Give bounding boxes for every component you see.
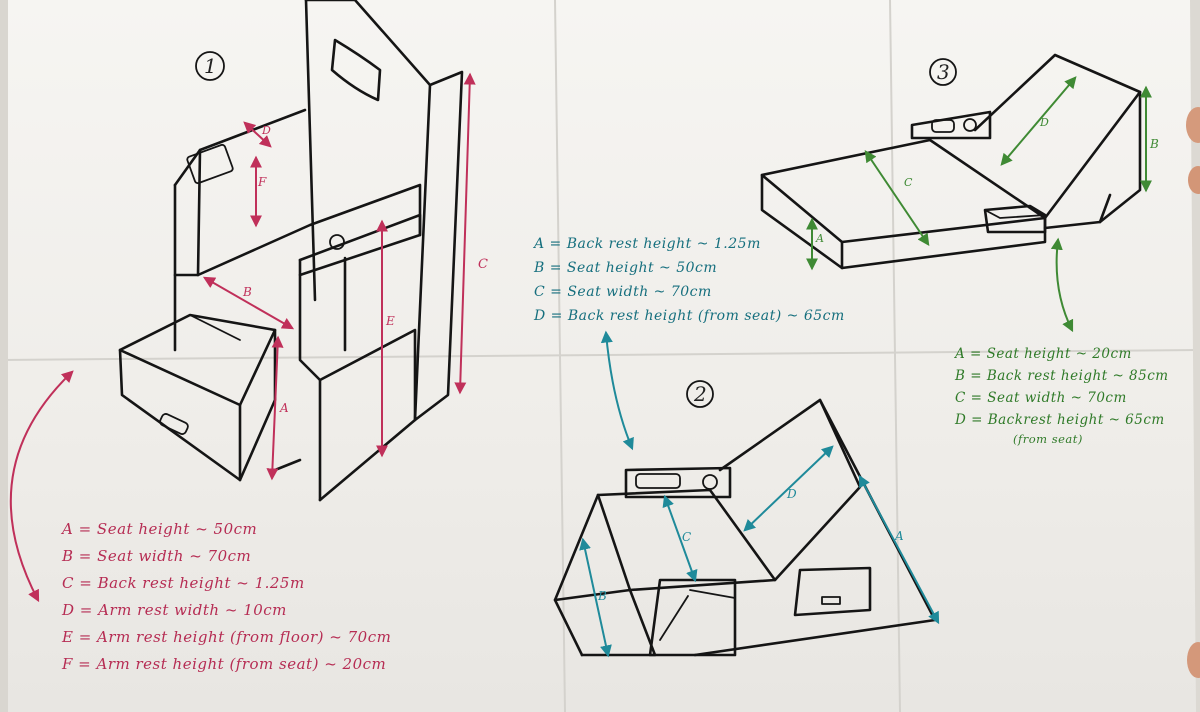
- legend-2-item: D = Back rest height (from seat) ~ 65cm: [534, 308, 845, 324]
- design-2-drawing: 2: [553, 380, 937, 657]
- legend-3-item: A = Seat height ~ 20cm: [955, 346, 1132, 362]
- design-1-legend: A = Seat height ~ 50cm B = Seat width ~ …: [62, 516, 391, 678]
- design-2-legend: A = Back rest height ~ 1.25m B = Seat he…: [534, 232, 845, 328]
- legend-1-item: F = Arm rest height (from seat) ~ 20cm: [62, 655, 387, 673]
- dimension-d-label-3: D: [1039, 116, 1049, 129]
- design-1-drawing: 1: [118, 0, 464, 502]
- legend-2-item: B = Seat height ~ 50cm: [534, 260, 718, 276]
- dimension-c-label: C: [478, 257, 488, 272]
- legend-3-note: (from seat): [1013, 432, 1083, 446]
- design-2-dimensions: A B C D: [579, 330, 940, 658]
- dimension-f-label: F: [257, 175, 267, 189]
- legend-1-item: A = Seat height ~ 50cm: [62, 520, 258, 538]
- legend-2-item: A = Back rest height ~ 1.25m: [534, 236, 761, 252]
- legend-1-item: E = Arm rest height (from floor) ~ 70cm: [62, 628, 392, 646]
- design-3-dimensions: A B C D: [806, 76, 1159, 333]
- design-1-number: 1: [204, 54, 217, 78]
- dimension-a-label: A: [279, 401, 289, 415]
- design-3-legend: A = Seat height ~ 20cm B = Back rest hei…: [955, 343, 1169, 447]
- legend-3-item: C = Seat width ~ 70cm: [955, 390, 1127, 406]
- dimension-b-label-2: B: [597, 589, 607, 603]
- legend-1-item: C = Back rest height ~ 1.25m: [62, 574, 305, 592]
- dimension-b-label: B: [242, 285, 252, 299]
- dimension-d-label-2: D: [786, 487, 797, 501]
- dimension-a-label-2: A: [894, 529, 904, 543]
- design-2-number: 2: [693, 382, 707, 406]
- legend-3-item: B = Back rest height ~ 85cm: [955, 368, 1169, 384]
- dimension-b-label-3: B: [1149, 137, 1159, 151]
- design-1-dimensions: C E A B F D: [9, 72, 488, 603]
- legend-3-item: D = Backrest height ~ 65cm: [955, 412, 1165, 428]
- legend-1-item: D = Arm rest width ~ 10cm: [62, 601, 287, 619]
- dimension-d-label: D: [261, 124, 271, 137]
- design-3-number: 3: [937, 60, 950, 84]
- legend-2-item: C = Seat width ~ 70cm: [534, 284, 712, 300]
- dimension-c-label-2: C: [682, 530, 691, 544]
- dimension-a-label-3: A: [815, 232, 824, 245]
- dimension-c-label-3: C: [904, 176, 913, 189]
- dimension-e-label: E: [385, 314, 395, 328]
- legend-1-item: B = Seat width ~ 70cm: [62, 547, 252, 565]
